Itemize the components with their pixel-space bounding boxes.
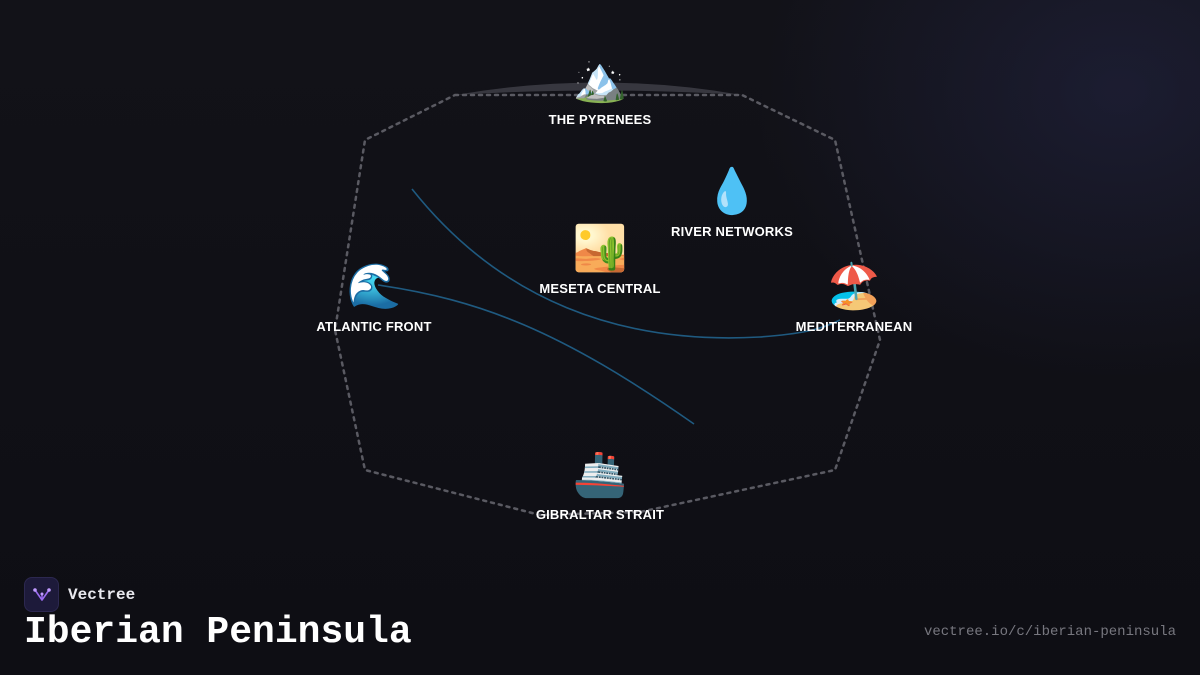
connector-rivers — [411, 188, 841, 339]
node-pyrenees[interactable]: 🏔️ THE PYRENEES — [500, 54, 700, 128]
pyrenees-ridge — [455, 82, 742, 95]
brand-name: Vectree — [68, 585, 136, 604]
vectree-logo-icon — [24, 577, 59, 612]
droplet-icon: 💧 — [704, 166, 760, 217]
node-label: MEDITERRANEAN — [795, 319, 913, 334]
wave-icon: 🌊 — [346, 261, 402, 312]
peninsula-outline — [333, 93, 882, 517]
node-label: MESETA CENTRAL — [539, 281, 661, 296]
page-title: Iberian Peninsula — [24, 611, 412, 654]
beach-umbrella-icon: 🏖️ — [826, 261, 882, 312]
node-gibraltar-strait[interactable]: 🚢 GIBRALTAR STRAIT — [500, 449, 700, 523]
brand[interactable]: Vectree — [24, 577, 135, 612]
node-label: ATLANTIC FRONT — [316, 319, 432, 334]
ship-icon: 🚢 — [572, 449, 628, 500]
connector-atlantic — [377, 284, 695, 425]
node-label: RIVER NETWORKS — [671, 224, 793, 239]
node-label: GIBRALTAR STRAIT — [535, 507, 665, 522]
node-meseta-central[interactable]: 🏜️ MESETA CENTRAL — [500, 223, 700, 297]
mountain-icon: 🏔️ — [572, 54, 628, 105]
node-mediterranean[interactable]: 🏖️ MEDITERRANEAN — [754, 261, 954, 335]
node-river-networks[interactable]: 💧 RIVER NETWORKS — [632, 166, 832, 240]
node-label: THE PYRENEES — [548, 112, 652, 127]
desert-icon: 🏜️ — [572, 223, 628, 274]
node-atlantic-front[interactable]: 🌊 ATLANTIC FRONT — [274, 261, 474, 335]
page-url[interactable]: vectree.io/c/iberian-peninsula — [923, 624, 1176, 640]
